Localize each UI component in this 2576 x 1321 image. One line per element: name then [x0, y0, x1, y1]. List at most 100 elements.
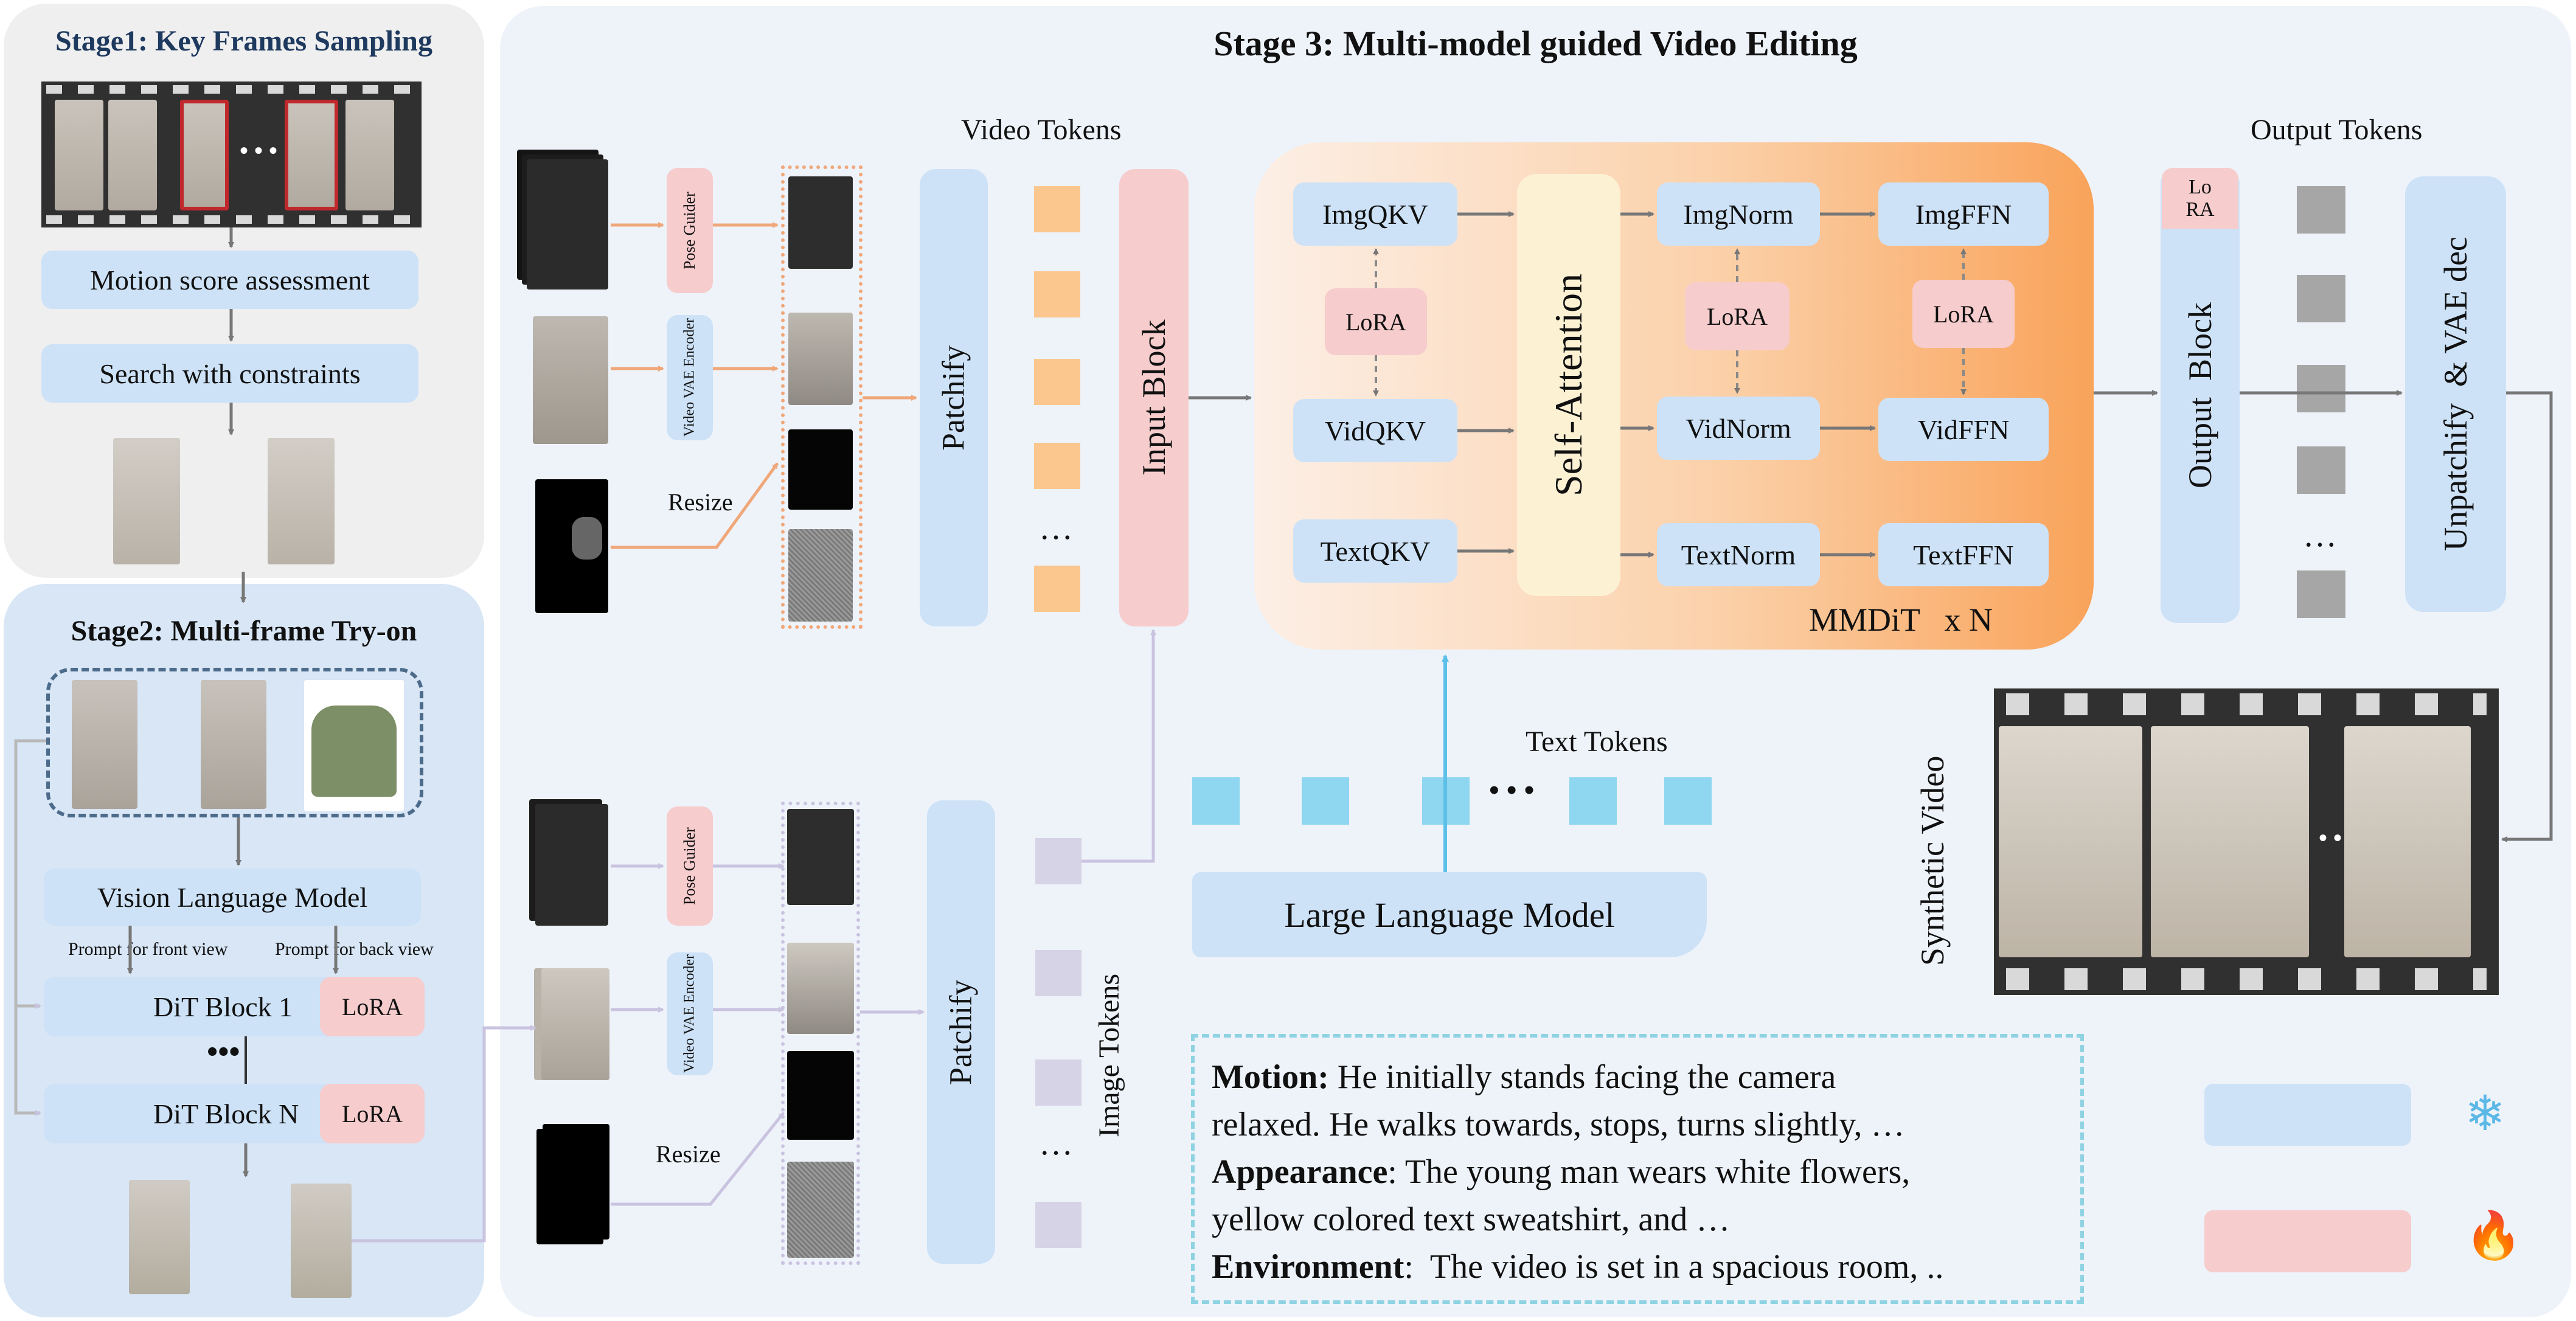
- legend-trainable-swatch: [2204, 1210, 2411, 1272]
- video-token-2: [1034, 271, 1080, 317]
- image-token-4: [1035, 1202, 1081, 1248]
- image-latent-stack: [781, 802, 860, 1265]
- prompt-front-label: Prompt for front view: [68, 939, 228, 959]
- resize-label-image: Resize: [656, 1140, 721, 1168]
- caption-appearance-text: : The young man wears white flowers,: [1387, 1153, 1911, 1191]
- text-tokens-label: Text Tokens: [1526, 726, 1668, 758]
- pose-input-back: [201, 680, 266, 809]
- dit-block-1-label: DiT Block 1: [153, 991, 293, 1022]
- keyframe-5: [345, 100, 394, 210]
- latent-noise-image: [787, 1162, 854, 1258]
- latent-noise-video: [788, 529, 853, 622]
- keyframe-filmstrip: • • •: [41, 81, 422, 227]
- output-tokens-label: Output Tokens: [2251, 114, 2423, 146]
- norm-lora: LoRA: [1685, 282, 1790, 350]
- person-frames-image: [541, 968, 609, 1080]
- latent-person-image: [787, 943, 854, 1034]
- image-token-3: [1035, 1059, 1081, 1106]
- caption-motion-label: Motion:: [1212, 1058, 1329, 1096]
- dit1-lora: LoRA: [320, 977, 425, 1036]
- stage3-title: Stage 3: Multi-model guided Video Editin…: [1213, 24, 1858, 63]
- img-ffn: ImgFFN: [1878, 182, 2049, 246]
- keyframe-3-selected: [180, 100, 229, 210]
- stage1-title: Stage1: Key Frames Sampling: [55, 25, 432, 57]
- video-token-1: [1034, 186, 1080, 232]
- caption-environment-label: Environment: [1212, 1248, 1404, 1286]
- resize-label-video: Resize: [668, 488, 733, 516]
- output-token-4: [2297, 446, 2345, 494]
- text-ffn: TextFFN: [1878, 523, 2049, 586]
- pose-frames-image: [535, 804, 608, 926]
- search-constraints-box: Search with constraints: [41, 344, 418, 403]
- text-token-5: [1664, 777, 1712, 825]
- vid-ffn: VidFFN: [1878, 398, 2049, 461]
- latent-pose-video: [788, 176, 853, 269]
- caption-appearance-line2: yellow colored text sweatshirt, and …: [1212, 1201, 1731, 1238]
- caption-appearance-line: Appearance: The young man wears white fl…: [1212, 1148, 2063, 1196]
- image-token-2: [1035, 950, 1081, 996]
- snowflake-icon: ❄: [2465, 1087, 2506, 1141]
- caption-motion-line: Motion: He initially stands facing the c…: [1212, 1053, 2063, 1101]
- pose-input-front: [72, 680, 137, 809]
- text-norm: TextNorm: [1657, 523, 1820, 586]
- img-norm: ImgNorm: [1657, 182, 1820, 246]
- synthetic-frame-2: [2151, 726, 2309, 957]
- vlm-box: Vision Language Model: [44, 869, 421, 926]
- sampled-frame-front: [113, 438, 180, 564]
- tryon-inputs-group: [46, 668, 423, 817]
- output-token-5: [2297, 570, 2345, 618]
- output-token-2: [2297, 275, 2345, 322]
- mmdit-label: MMDiT x N: [1809, 602, 1993, 638]
- keyframe-1: [55, 100, 103, 210]
- synthetic-frame-3: [2344, 726, 2471, 957]
- text-qkv: TextQKV: [1293, 519, 1457, 583]
- video-tokens-label: Video Tokens: [961, 114, 1122, 146]
- filmstrip-ellipsis: • • •: [240, 137, 278, 164]
- img-qkv: ImgQKV: [1293, 182, 1457, 246]
- qkv-lora: LoRA: [1325, 288, 1427, 355]
- large-language-model: Large Language Model: [1192, 872, 1707, 957]
- garment-sweatshirt: [311, 706, 397, 797]
- image-token-dots: …: [1039, 1125, 1073, 1162]
- masked-frames-video: [533, 316, 608, 444]
- legend-frozen-swatch: [2204, 1084, 2411, 1146]
- output-lora: Lo RA: [2162, 168, 2238, 229]
- video-token-3: [1034, 359, 1080, 405]
- text-token-4: [1569, 777, 1617, 825]
- mask-frames-image: [543, 1124, 609, 1240]
- arrow-unpatchify-video: [2501, 391, 2553, 842]
- image-token-1: [1035, 838, 1081, 884]
- latent-mask-image: [787, 1051, 854, 1140]
- latent-pose-image: [787, 809, 854, 905]
- caption-appearance-label: Appearance: [1212, 1153, 1388, 1191]
- motion-score-box: Motion score assessment: [41, 251, 418, 309]
- text-token-2: [1302, 777, 1349, 825]
- caption-motion-line2: relaxed. He walks towards, stops, turns …: [1212, 1106, 1905, 1143]
- sampled-frame-back: [268, 438, 335, 564]
- latent-masked-video: [788, 313, 853, 405]
- video-latent-stack: [781, 165, 863, 629]
- caption-box: Motion: He initially stands facing the c…: [1191, 1034, 2084, 1304]
- output-token-1: [2297, 186, 2345, 234]
- keyframe-2: [108, 100, 157, 210]
- dit-dots: •••: [207, 1035, 240, 1069]
- stage2-title: Stage2: Multi-frame Try-on: [71, 615, 417, 647]
- output-token-dots: …: [2303, 516, 2337, 554]
- ditn-lora: LoRA: [320, 1084, 425, 1143]
- ffn-lora: LoRA: [1912, 280, 2015, 348]
- tryon-output-back: [291, 1184, 352, 1298]
- latent-mask-video: [788, 429, 853, 510]
- pose-frames-video: [527, 159, 608, 290]
- fire-icon: 🔥: [2465, 1210, 2522, 1261]
- synthetic-video-filmstrip: • • •: [1994, 688, 2499, 995]
- tryon-output-front: [129, 1180, 190, 1294]
- caption-motion-text: He initially stands facing the camera: [1328, 1058, 1836, 1096]
- synthetic-frame-1: [1999, 726, 2142, 957]
- caption-environment-text: : The video is set in a spacious room, .…: [1404, 1248, 1944, 1286]
- video-token-4: [1034, 443, 1080, 489]
- mask-blob-1: [572, 517, 602, 560]
- caption-environment-line: Environment: The video is set in a spaci…: [1212, 1243, 2063, 1291]
- output-token-3: [2297, 365, 2345, 412]
- vid-norm: VidNorm: [1657, 397, 1820, 460]
